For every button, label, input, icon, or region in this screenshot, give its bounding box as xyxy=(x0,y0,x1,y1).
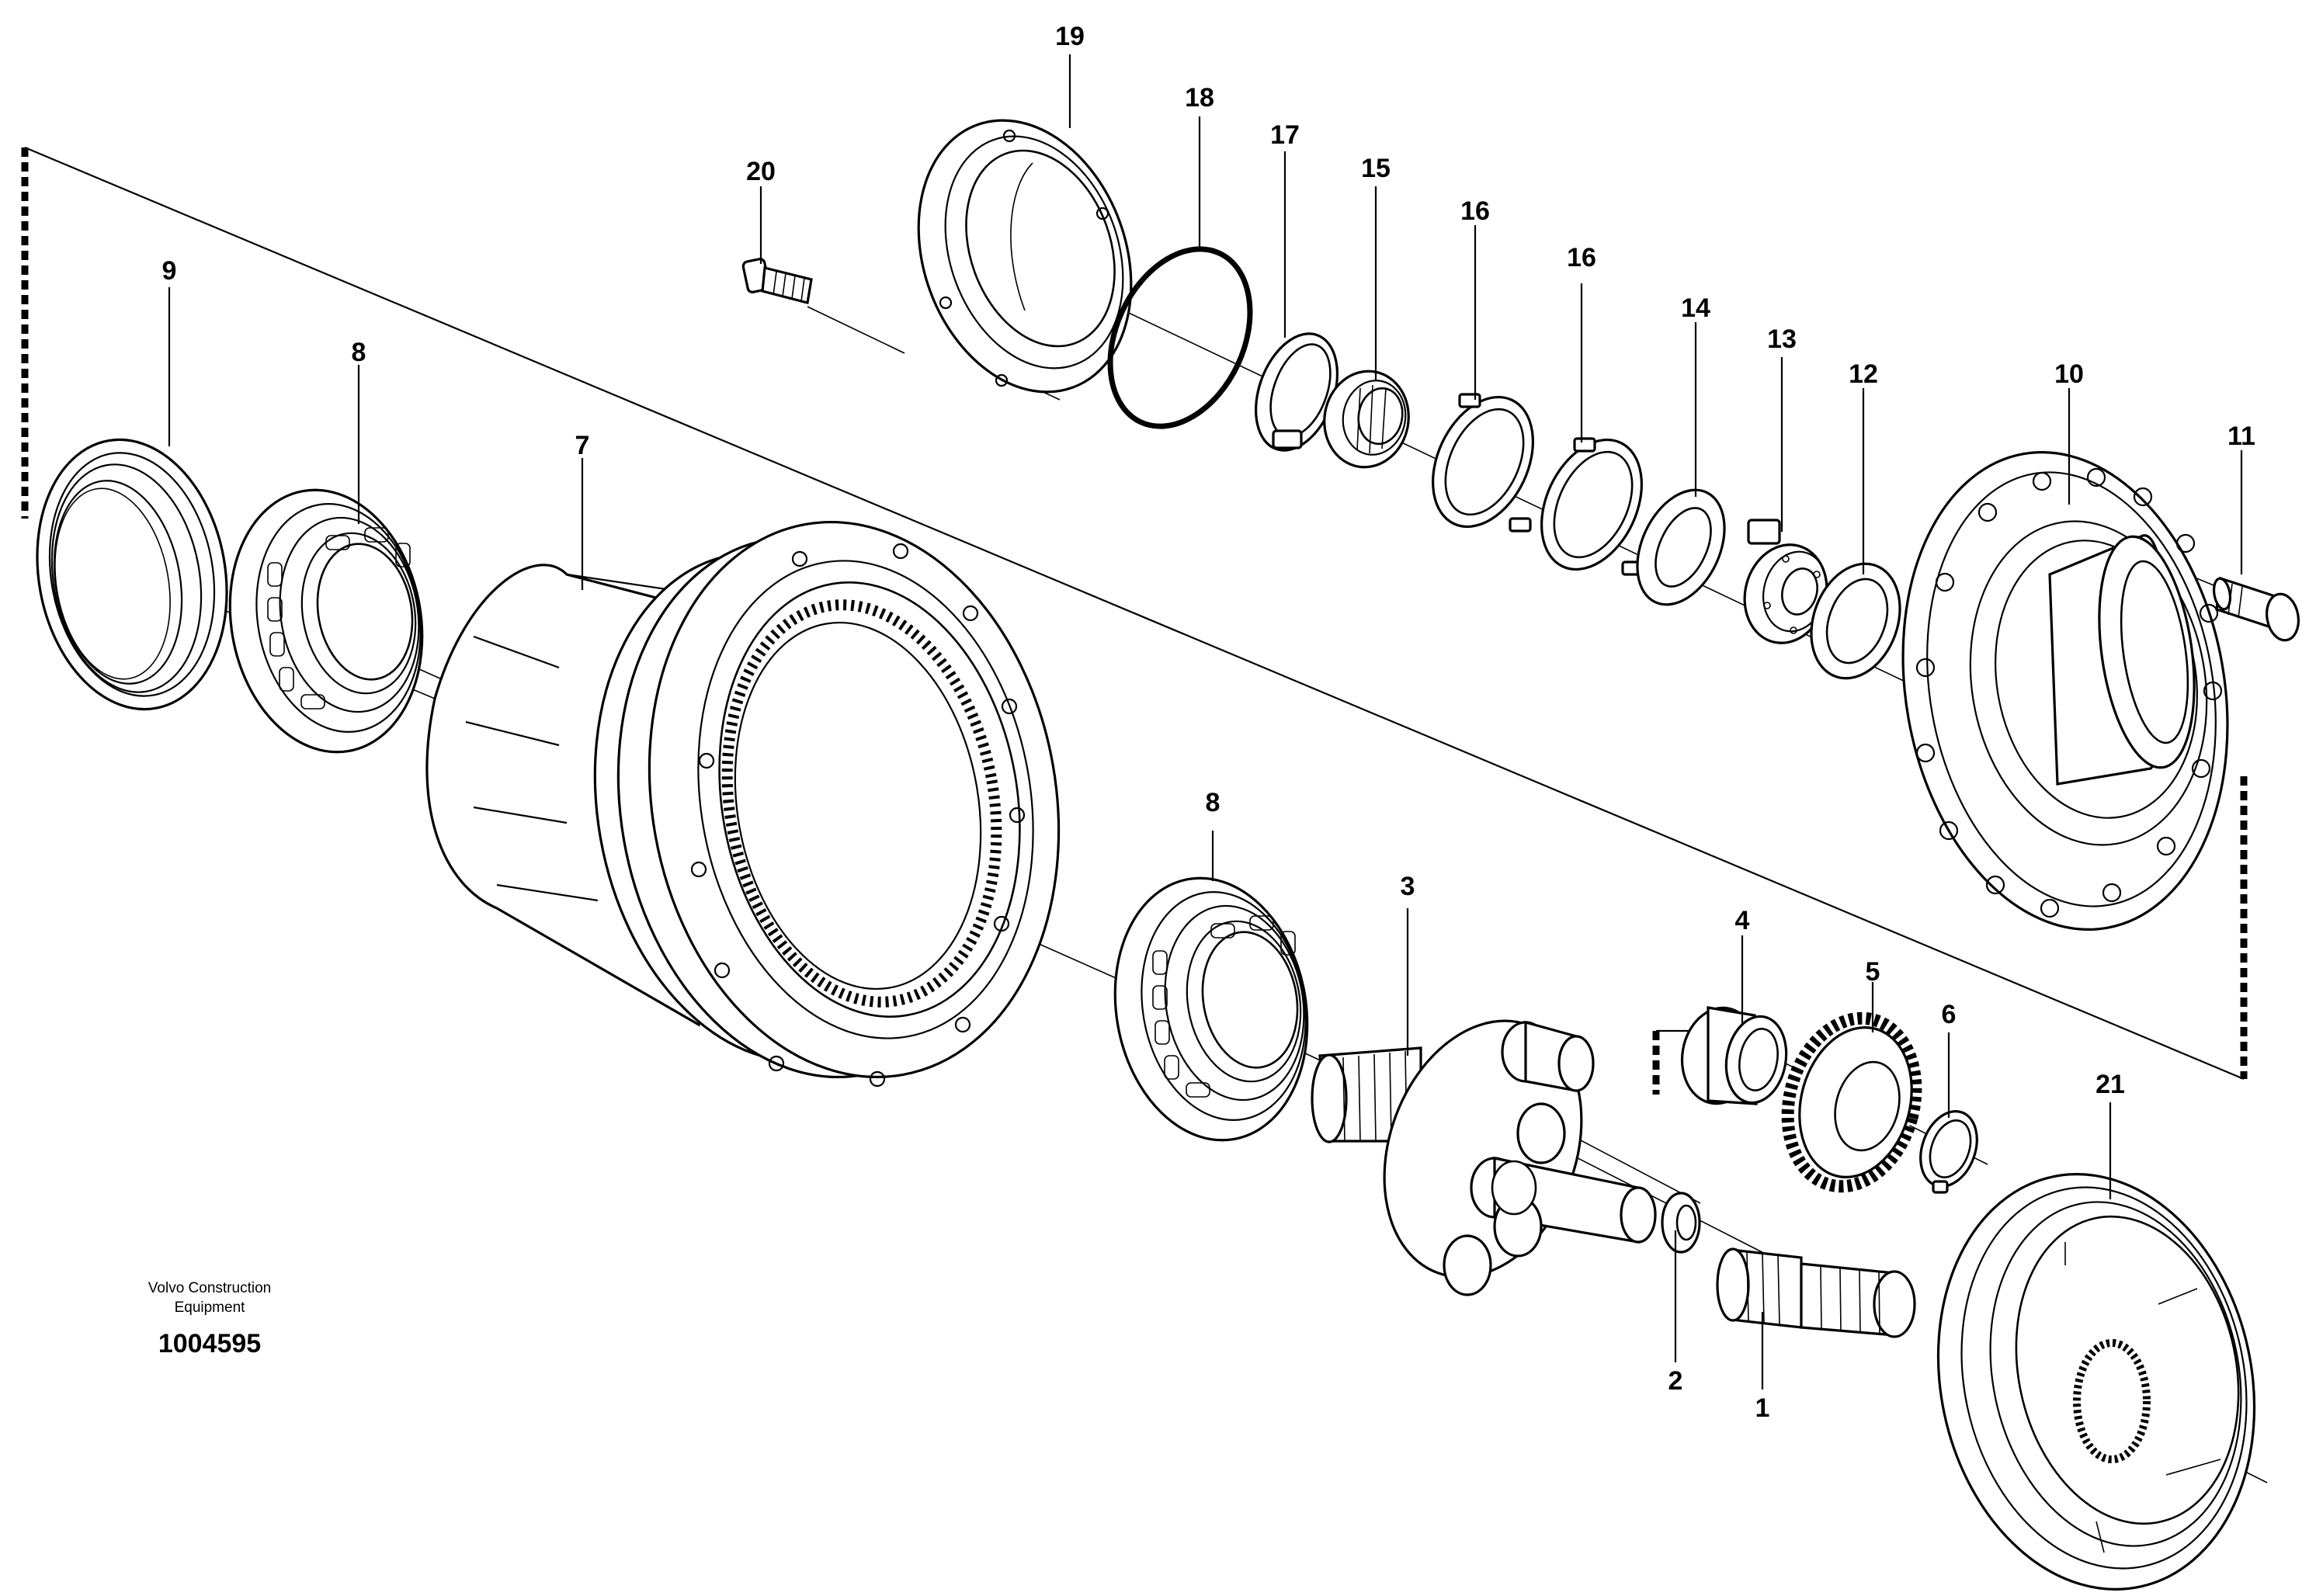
label-part-20: 20 xyxy=(746,157,776,186)
label-part-4: 4 xyxy=(1735,906,1750,935)
label-part-5: 5 xyxy=(1866,957,1880,987)
label-part-15: 15 xyxy=(1361,154,1391,183)
label-part-17: 17 xyxy=(1270,120,1300,150)
label-part-21: 21 xyxy=(2096,1070,2125,1099)
part-cover-plate xyxy=(917,119,1133,394)
label-part-14: 14 xyxy=(1681,293,1710,323)
label-part-18: 18 xyxy=(1185,83,1214,113)
part-taper-bearing-lower xyxy=(1113,876,1309,1142)
label-part-12: 12 xyxy=(1849,359,1878,389)
part-circlip xyxy=(1919,1109,1978,1194)
label-part-9: 9 xyxy=(162,256,177,286)
label-part-16-a: 16 xyxy=(1460,196,1490,226)
label-part-13: 13 xyxy=(1767,324,1797,354)
label-part-10: 10 xyxy=(2054,359,2084,389)
label-part-11: 11 xyxy=(2227,422,2255,451)
part-brake-housing xyxy=(1936,1173,2256,1591)
label-part-1: 1 xyxy=(1755,1393,1770,1423)
leader-lines xyxy=(168,54,2243,1390)
label-part-16-b: 16 xyxy=(1567,243,1596,272)
label-part-3: 3 xyxy=(1401,872,1415,901)
part-planet-gear xyxy=(1781,1011,1922,1193)
part-hub-housing xyxy=(425,521,1061,1088)
label-part-8-lower: 8 xyxy=(1206,788,1221,817)
part-wheel-hub-flange xyxy=(1901,451,2229,931)
part-sun-gear-shaft xyxy=(1716,1247,1916,1338)
part-lock-plate-b xyxy=(1540,437,1644,576)
part-lock-washer xyxy=(1254,332,1339,452)
part-small-washer xyxy=(1661,1192,1701,1254)
label-part-19: 19 xyxy=(1055,22,1085,51)
part-shim-washer xyxy=(1810,562,1901,680)
part-planet-carrier xyxy=(1311,1019,1657,1296)
label-part-7: 7 xyxy=(575,431,590,460)
part-o-ring xyxy=(1107,246,1253,429)
label-part-6: 6 xyxy=(1942,1000,1957,1029)
part-needle-bearing xyxy=(1680,1006,1788,1105)
brand-line-1: Volvo Construction xyxy=(148,1280,271,1296)
part-thrust-washer xyxy=(1636,488,1726,606)
part-number-labels: 9 8 7 20 19 18 17 15 16 16 14 13 12 10 1… xyxy=(162,22,2255,1423)
frame-line-upper xyxy=(24,146,2245,1081)
document-number: 1004595 xyxy=(158,1329,261,1358)
label-part-2: 2 xyxy=(1668,1366,1683,1396)
part-wheel-stud xyxy=(2212,576,2300,642)
part-taper-bearing-upper xyxy=(228,488,424,754)
axis-line-bolt xyxy=(807,306,905,354)
brand-line-2: Equipment xyxy=(175,1299,246,1316)
part-seal-ring xyxy=(36,438,228,711)
part-bolt-cover xyxy=(741,258,813,304)
part-lock-nut xyxy=(1323,370,1410,469)
label-part-8-upper: 8 xyxy=(352,338,366,367)
manufacturer-block: Volvo Construction Equipment 1004595 xyxy=(148,1280,271,1358)
part-lock-plate-a xyxy=(1432,393,1534,533)
